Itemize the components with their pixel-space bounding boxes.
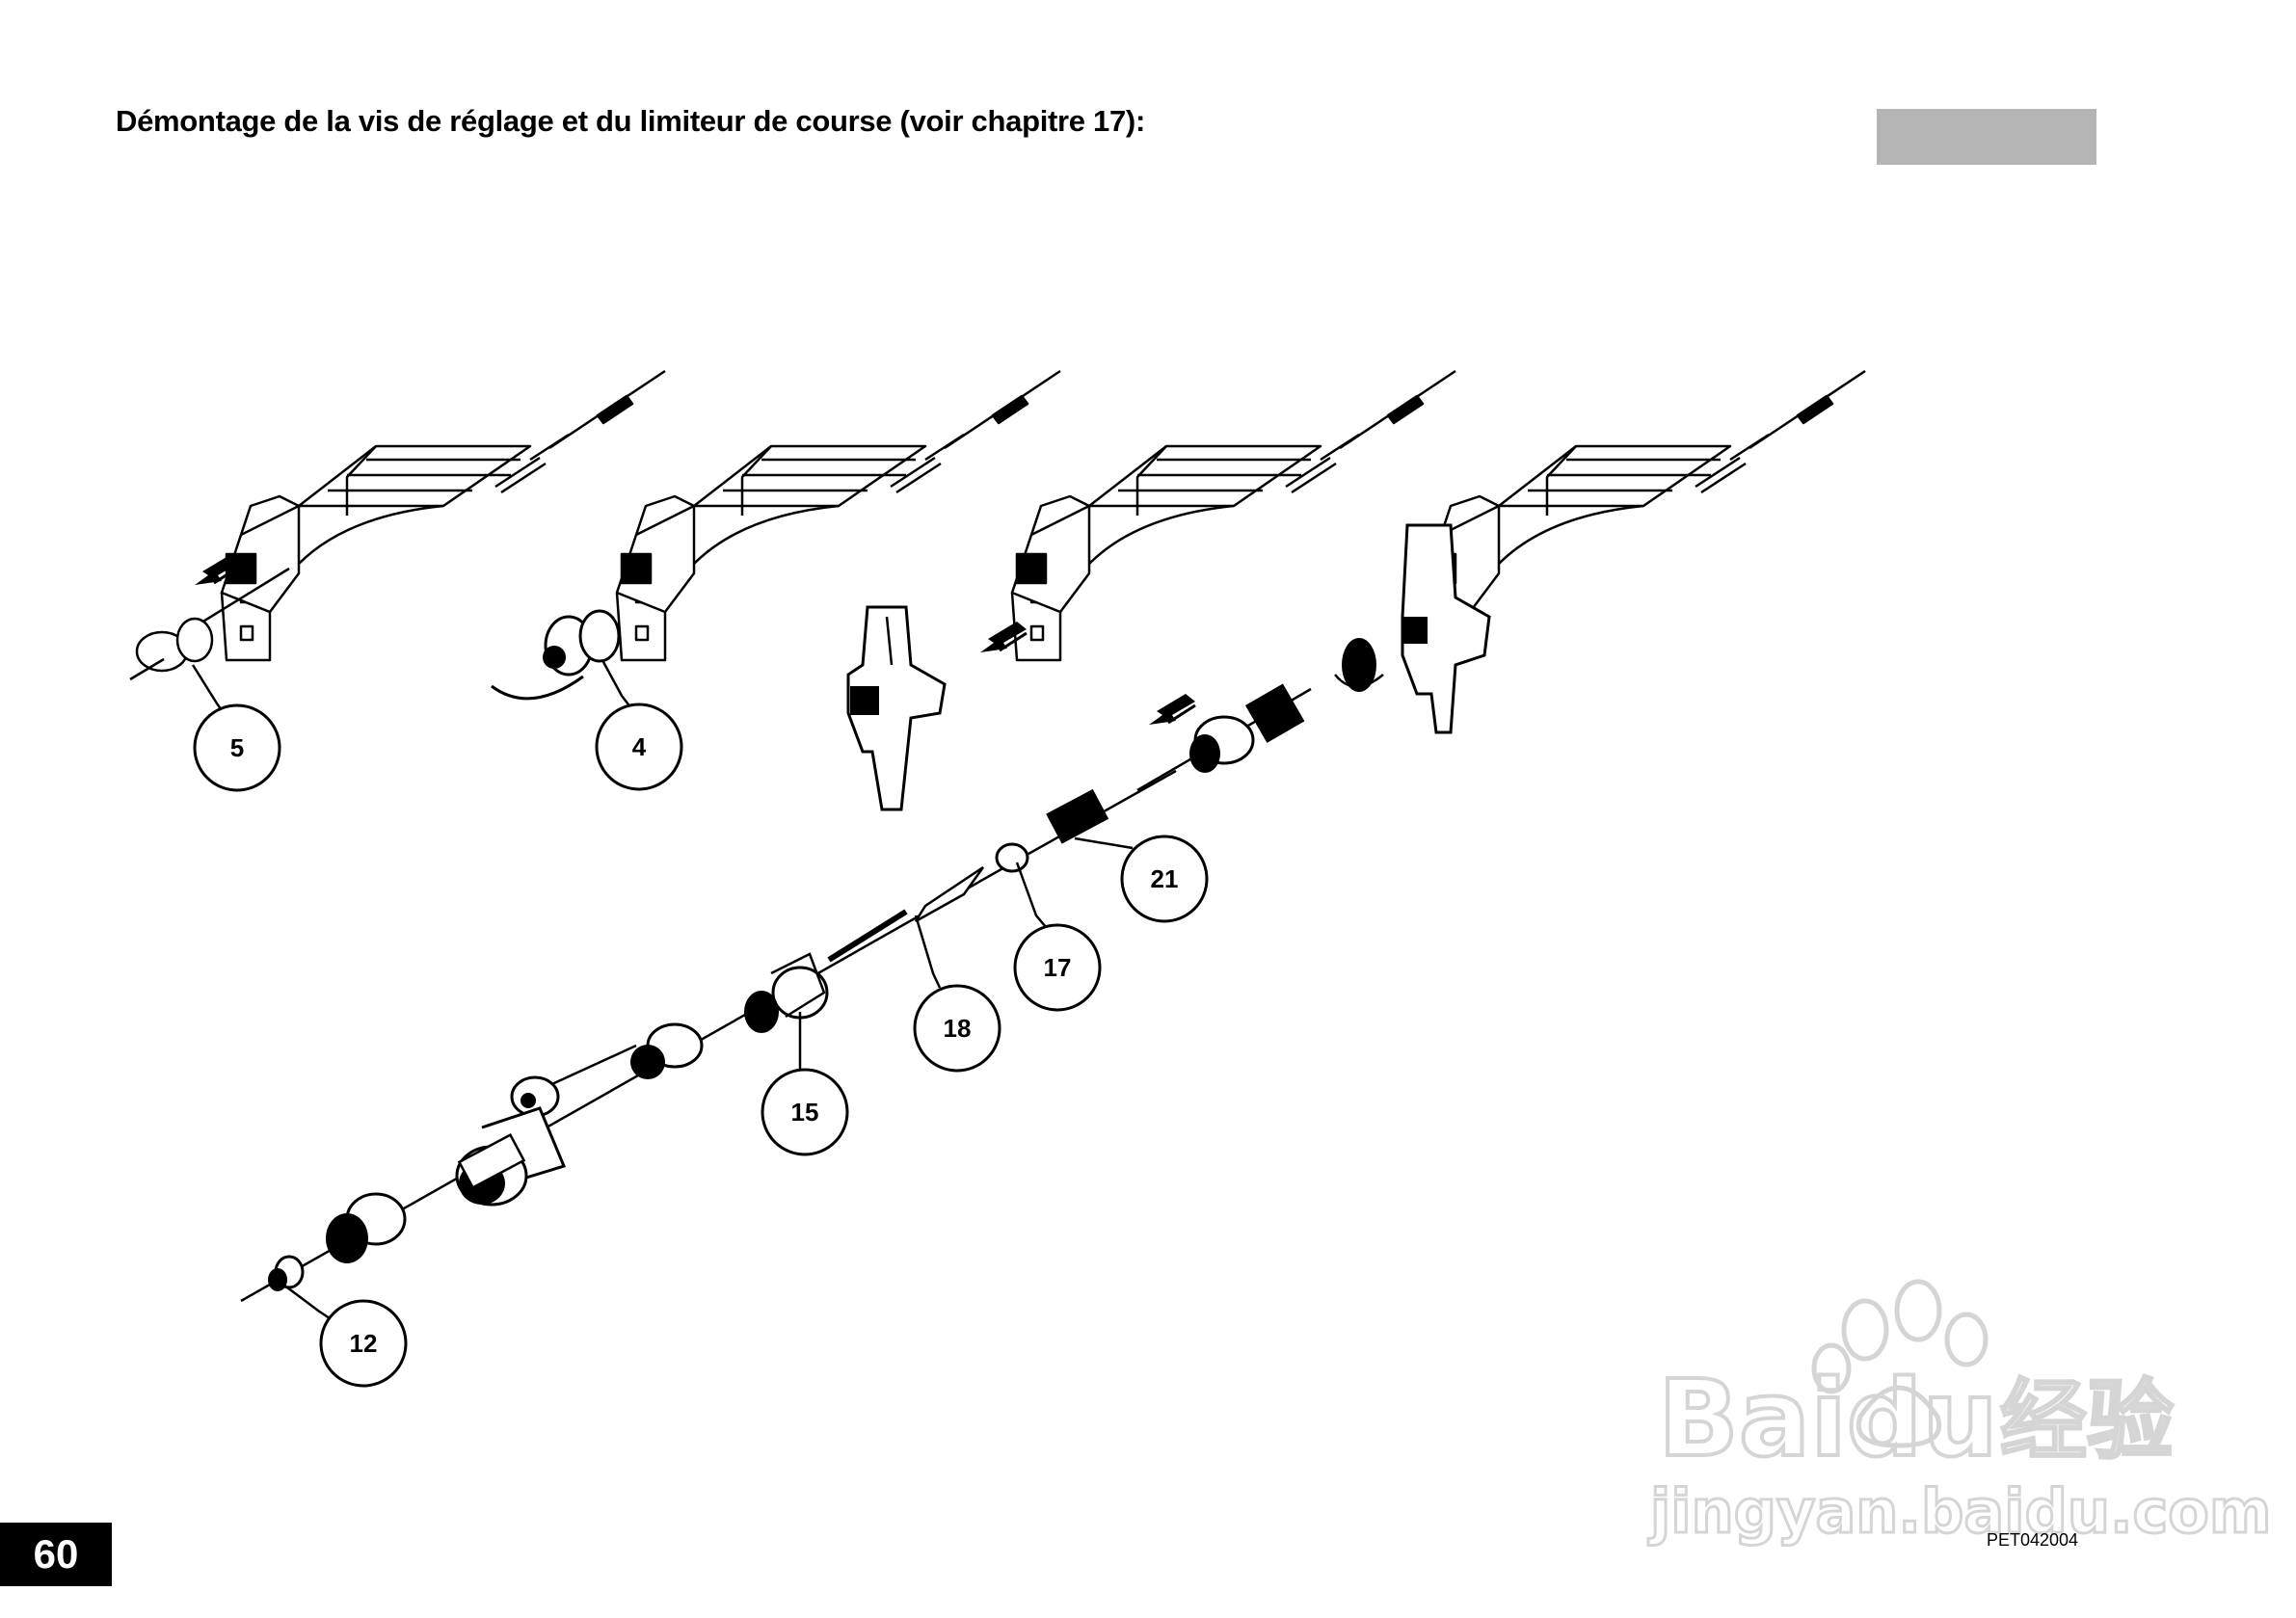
callout-4-label: 4 [632,732,647,761]
callout-4: 4 [595,703,683,791]
chapter-tab [1877,109,2096,165]
callout-15: 15 [761,1068,849,1156]
section-heading: Démontage de la vis de réglage et du lim… [116,104,1145,138]
callout-leaders [191,659,1134,1322]
callout-12: 12 [319,1299,408,1388]
handpiece-view-1 [129,369,667,681]
watermark-brand: Baidu [1658,1357,1998,1480]
callout-18: 18 [913,984,1001,1073]
handpiece-view-3 [846,369,1457,811]
callout-18-label: 18 [944,1014,972,1043]
baidu-watermark: Baidu 经验 jingyan.baidu.com [1646,1279,2273,1549]
page-number-box: 60 [0,1523,112,1586]
page-number: 60 [33,1531,79,1577]
handpiece-view-4-exploded [240,369,1867,1303]
watermark-url: jingyan.baidu.com [1647,1476,2271,1547]
watermark-brand-cn: 经验 [2000,1370,2174,1472]
callout-12-label: 12 [350,1329,378,1358]
callout-17: 17 [1013,923,1102,1012]
callout-21-label: 21 [1151,864,1179,893]
callout-17-label: 17 [1044,953,1072,982]
handpiece-view-2 [491,369,1062,701]
callout-15-label: 15 [791,1098,819,1127]
callout-21: 21 [1120,835,1209,923]
callout-5: 5 [193,703,281,792]
callout-5-label: 5 [230,733,244,762]
paw-icon [1811,1279,1989,1448]
figure-reference-code: PET042004 [1987,1530,2079,1550]
